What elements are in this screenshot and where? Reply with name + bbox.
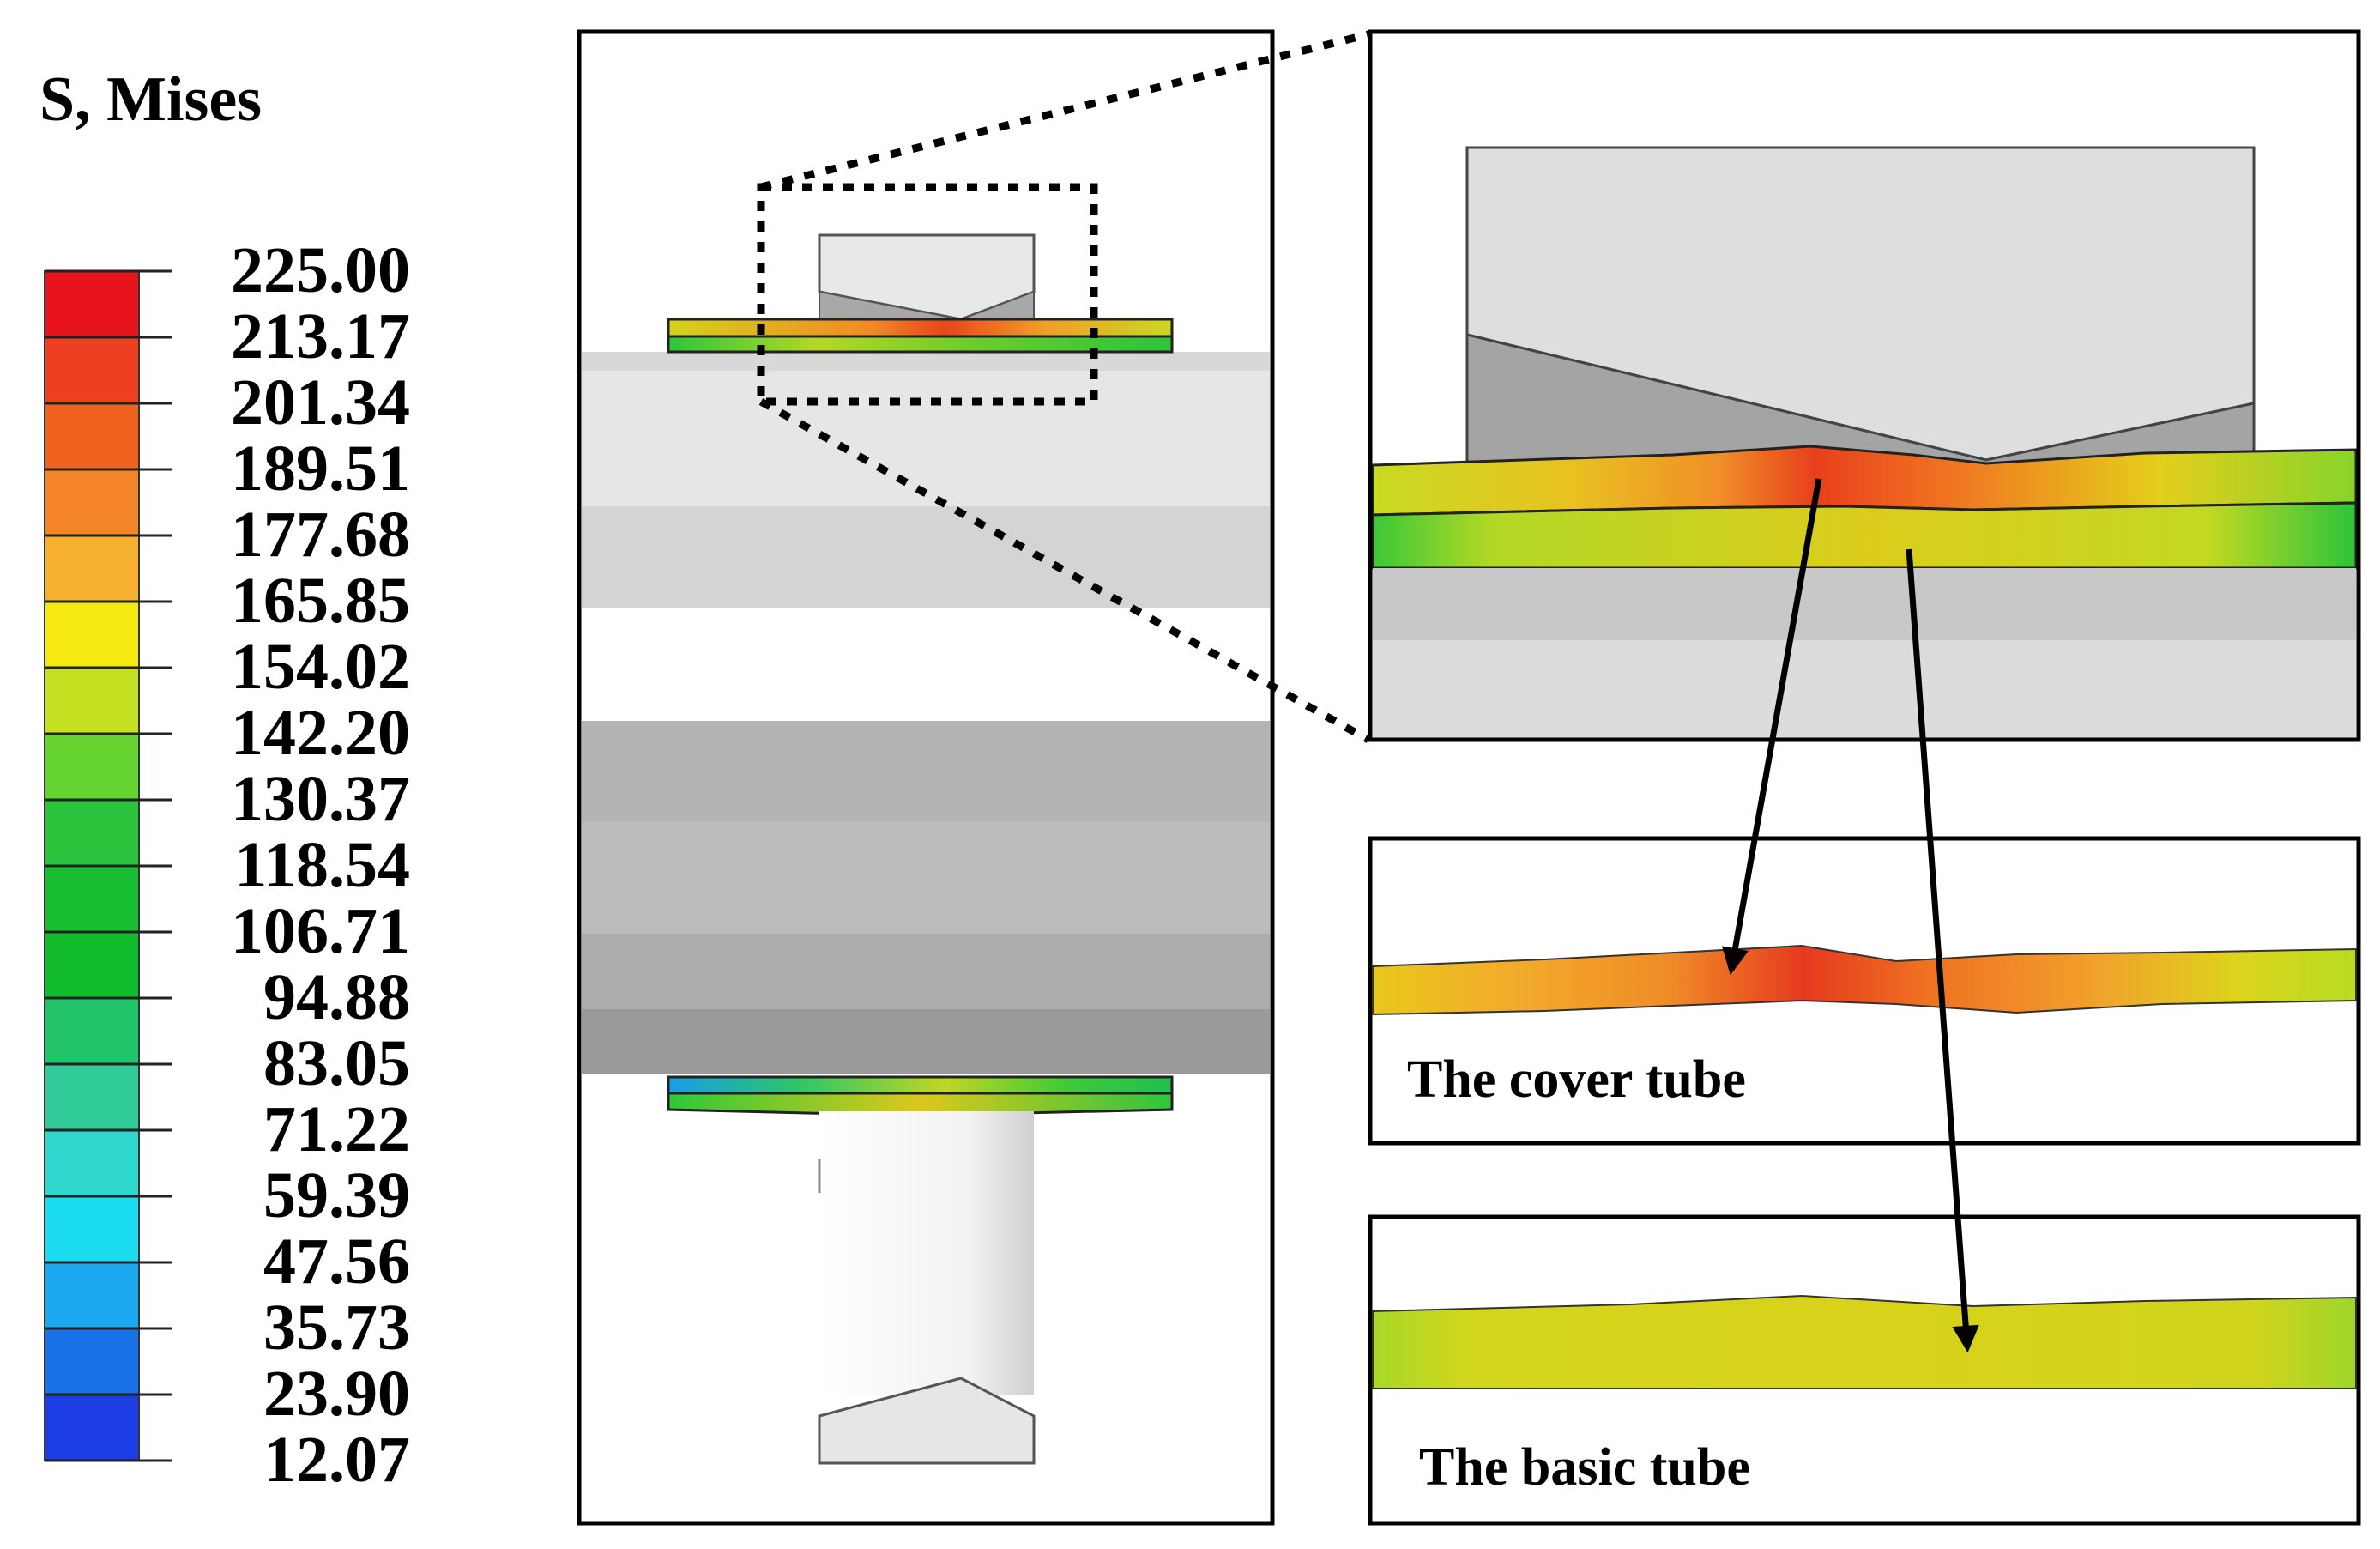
legend-color-block	[45, 800, 139, 866]
legend-tick-label: 130.37	[231, 763, 410, 835]
legend-color-block	[45, 1262, 139, 1328]
lower-cover-ring	[667, 1092, 1174, 1117]
zoom-view-frame	[1368, 29, 2361, 742]
legend-color-bar	[44, 270, 140, 1461]
legend-tick-label: 59.39	[263, 1159, 410, 1231]
legend-tick-label: 94.88	[263, 961, 410, 1033]
zoom-tube-body-2	[1373, 640, 2356, 738]
legend-color-block	[45, 337, 139, 403]
tube-band-1	[582, 371, 1270, 506]
legend-tick-label: 83.05	[263, 1027, 410, 1099]
legend-tick-labels: 225.00213.17201.34189.51177.68165.85154.…	[45, 234, 410, 1496]
legend-color-block	[45, 602, 139, 668]
legend-tick-label: 154.02	[231, 631, 410, 703]
legend: S, Mises 225.00213.17201.34189.51177.681…	[39, 64, 410, 1496]
legend-color-block	[45, 866, 139, 932]
cover-tube-caption: The cover tube	[1407, 1050, 1746, 1109]
legend-tick-label: 12.07	[263, 1424, 410, 1496]
arrow-to-cover-tube	[1721, 478, 1822, 976]
basic-tube-caption: The basic tube	[1419, 1438, 1750, 1497]
zoom-view	[1368, 29, 2361, 742]
legend-color-block	[45, 1328, 139, 1395]
legend-color-block	[45, 535, 139, 602]
legend-tick-label: 47.56	[263, 1225, 410, 1298]
legend-tick-label: 177.68	[231, 499, 410, 571]
legend-tick-label: 165.85	[231, 565, 410, 637]
tube-band-3	[582, 721, 1270, 822]
tube-band-5	[582, 934, 1270, 1009]
legend-tick-label: 106.71	[231, 895, 410, 967]
basic-tube-contour	[1372, 1294, 2357, 1389]
zoom-leader-top	[759, 30, 1370, 191]
legend-tick-label: 213.17	[231, 300, 410, 372]
legend-color-block	[45, 998, 139, 1064]
legend-color-block	[45, 1196, 139, 1262]
arrow-to-basic-tube	[1906, 548, 1979, 1353]
main-view	[577, 29, 1275, 1526]
legend-tick-label: 35.73	[263, 1292, 410, 1364]
legend-color-block	[45, 734, 139, 800]
legend-color-block	[45, 1064, 139, 1130]
upper-basic-ring	[667, 335, 1174, 354]
tube-band-2	[582, 506, 1270, 608]
legend-color-block	[45, 668, 139, 734]
legend-tick-label: 225.00	[231, 234, 410, 306]
zoom-leader-bottom	[758, 398, 1371, 743]
basic-tube-panel: The basic tube	[1368, 1214, 2361, 1526]
legend-tick-label: 23.90	[263, 1358, 410, 1430]
upper-ring-assembly	[667, 318, 1174, 354]
legend-tick-label: 142.20	[231, 697, 410, 769]
legend-color-block	[45, 469, 139, 535]
legend-title: S, Mises	[39, 64, 262, 135]
tube-band-top	[582, 352, 1270, 371]
zoom-die-bevel	[1465, 333, 2256, 465]
legend-color-block	[45, 271, 139, 337]
cover-tube-panel: The cover tube	[1368, 836, 2361, 1146]
tube-gap	[582, 608, 1270, 721]
zoom-tube-body-1	[1373, 568, 2356, 640]
legend-color-block	[45, 403, 139, 469]
legend-tick-label: 189.51	[231, 433, 410, 505]
zoom-region-marker	[757, 183, 1098, 406]
zoom-basic-tube	[1371, 501, 2358, 570]
legend-color-block	[45, 1130, 139, 1196]
lower-basic-ring	[667, 1075, 1174, 1095]
lower-die	[818, 1111, 1036, 1465]
legend-tick-label: 118.54	[234, 829, 410, 901]
legend-tick-label: 201.34	[231, 366, 410, 439]
legend-color-block	[45, 932, 139, 998]
tube-band-4	[582, 822, 1270, 934]
legend-tick-label: 71.22	[263, 1093, 410, 1165]
legend-color-block	[45, 1395, 139, 1461]
cover-tube-contour	[1372, 944, 2357, 1016]
upper-die	[818, 233, 1036, 321]
lower-ring-assembly	[667, 1075, 1174, 1117]
tube-band-6	[582, 1009, 1270, 1074]
